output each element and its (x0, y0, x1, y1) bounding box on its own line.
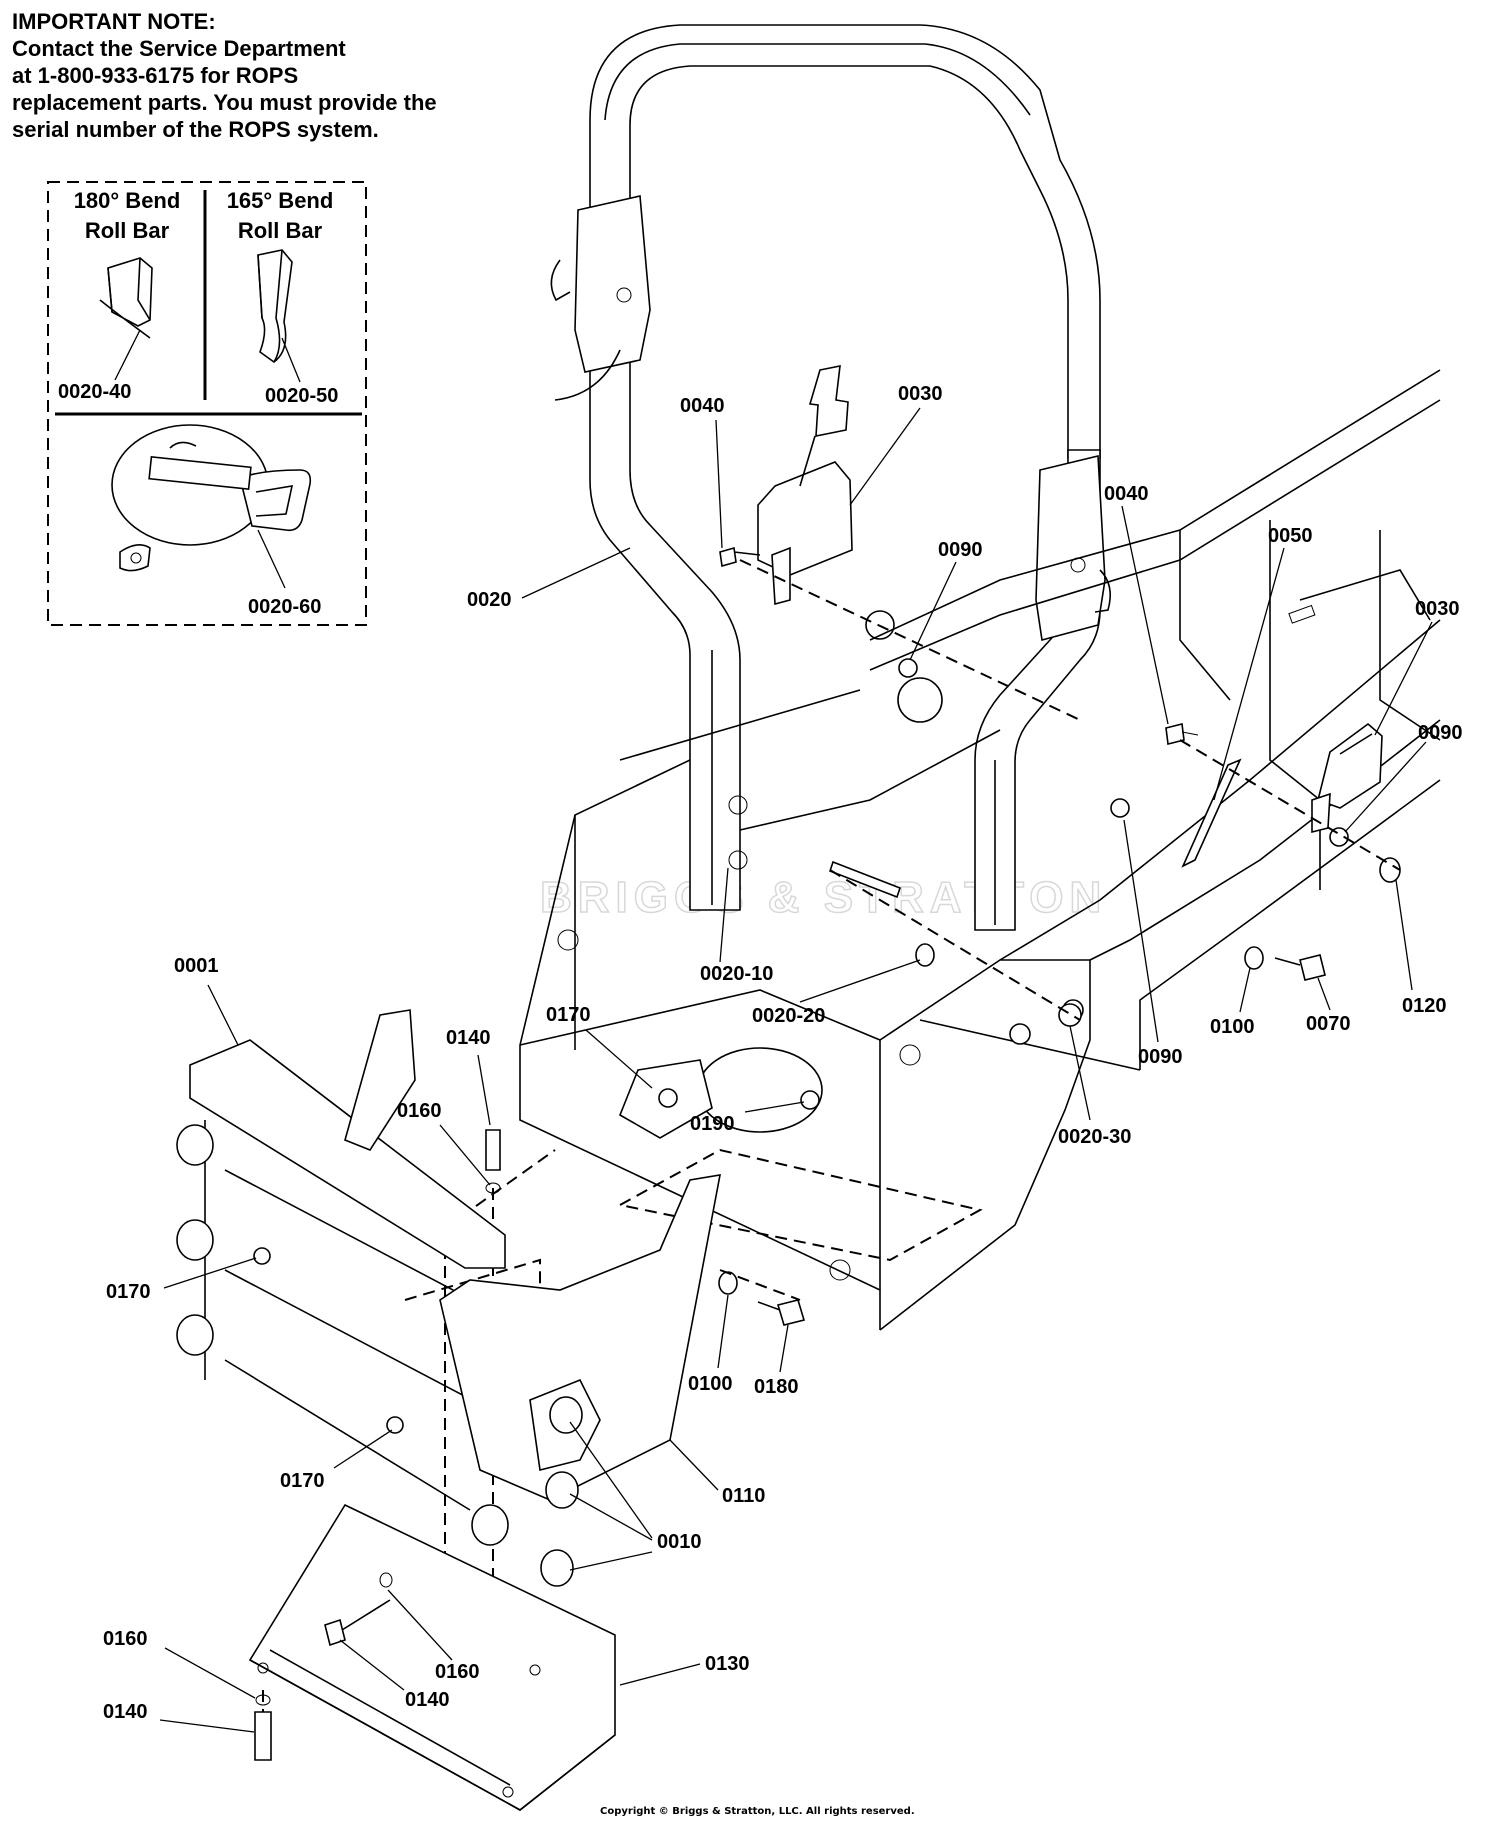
callout-0170-top: 0170 (546, 1004, 591, 1026)
chassis-frame (519, 369, 1441, 1331)
bend165-subtitle: Roll Bar (238, 218, 323, 243)
callout-0090-mid: 0090 (1138, 1046, 1183, 1068)
part-0020-50: 0020-50 (265, 385, 338, 407)
callout-0170-mid: 0170 (280, 1470, 325, 1492)
note-line-1: IMPORTANT NOTE: (12, 9, 216, 34)
lynch-pin-icon (111, 424, 312, 589)
callout-0020: 0020 (467, 589, 512, 611)
bumper-assembly (176, 1009, 721, 1587)
bottom-plate (248, 1503, 616, 1811)
note-line-3: at 1-800-933-6175 for ROPS (12, 63, 299, 88)
callout-0090-right: 0090 (1418, 722, 1463, 744)
callout-0100-lower: 0100 (688, 1373, 733, 1395)
bend180-subtitle: Roll Bar (85, 218, 170, 243)
bend180-clip-icon (99, 257, 153, 381)
callout-0130: 0130 (705, 1653, 750, 1675)
callout-0100-right: 0100 (1210, 1016, 1255, 1038)
roll-bar-inset: 180° Bend Roll Bar 165° Bend Roll Bar 00… (47, 181, 367, 626)
callout-0140-top: 0140 (446, 1027, 491, 1049)
note-line-4: replacement parts. You must provide the (12, 90, 437, 115)
copyright: Copyright © Briggs & Stratton, LLC. All … (600, 1806, 915, 1817)
note-line-2: Contact the Service Department (12, 36, 346, 61)
callout-0180: 0180 (754, 1376, 799, 1398)
roll-bar (550, 24, 1111, 931)
callout-0030-right: 0030 (1415, 598, 1460, 620)
callout-0040-left: 0040 (680, 395, 725, 417)
callout-0190: 0190 (690, 1113, 735, 1135)
bend180-title: 180° Bend (74, 188, 181, 213)
callout-0001: 0001 (174, 955, 219, 977)
callout-0140-mid: 0140 (405, 1689, 450, 1711)
callout-0020-10: 0020-10 (700, 963, 773, 985)
bend165-clip-icon (257, 249, 301, 383)
note-line-5: serial number of the ROPS system. (12, 117, 379, 142)
callout-0110: 0110 (722, 1485, 765, 1507)
callout-0050: 0050 (1268, 525, 1313, 547)
important-note: IMPORTANT NOTE: Contact the Service Depa… (12, 8, 482, 143)
callout-0090-top: 0090 (938, 539, 983, 561)
watermark: BRIGGS & STRATTON (540, 873, 1107, 922)
callout-0170-left: 0170 (106, 1281, 151, 1303)
callout-0020-20: 0020-20 (752, 1005, 825, 1027)
callout-0020-30: 0020-30 (1058, 1126, 1131, 1148)
bend165-title: 165° Bend (227, 188, 334, 213)
seat-belt-right (1311, 722, 1383, 834)
callout-0160-left: 0160 (103, 1628, 148, 1650)
callout-0070: 0070 (1306, 1013, 1351, 1035)
callout-0140-left: 0140 (103, 1701, 148, 1723)
callout-0030-left: 0030 (898, 383, 943, 405)
callout-0040-right: 0040 (1104, 483, 1149, 505)
seat-belt-left (757, 364, 853, 606)
callout-0160-top: 0160 (397, 1100, 442, 1122)
part-0020-40: 0020-40 (58, 381, 131, 403)
hardware (485, 546, 1401, 1326)
callout-0120: 0120 (1402, 995, 1447, 1017)
callout-0160-mid: 0160 (435, 1661, 480, 1683)
callout-0010: 0010 (657, 1531, 702, 1553)
part-0020-60: 0020-60 (248, 596, 321, 618)
